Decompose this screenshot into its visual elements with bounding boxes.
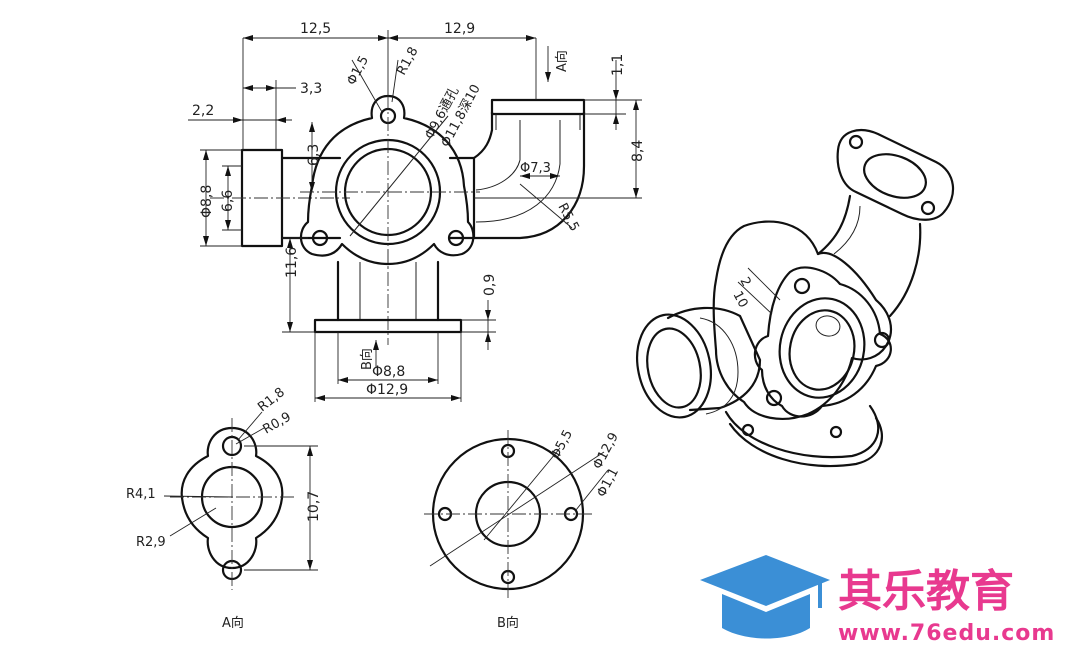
dim-width-right: 12,9 [444, 21, 475, 37]
iso-dim-10: 10 [729, 289, 750, 311]
dim-elbow-height: 8,4 [630, 140, 646, 162]
dim-bottom-inner-dia: Φ8,8 [372, 364, 405, 380]
watermark-url: www.76edu.com [838, 621, 1055, 646]
center-boss [299, 94, 475, 266]
elbow-flange [490, 98, 586, 116]
dim-elbow-bore: Φ7,3 [520, 161, 551, 176]
view-a: R1,8 R0,9 R4,1 R2,9 10,7 A向 [126, 385, 322, 631]
a-dim-r-inner: R2,9 [136, 535, 166, 550]
isometric-view: 2 10 [636, 129, 955, 468]
tower-outline [336, 260, 440, 322]
dim-left-outer-dia: Φ8,8 [199, 185, 215, 218]
elbow-flange-detail [495, 114, 581, 130]
dim-elbow-radius: R5,5 [554, 201, 581, 234]
view-b-label: B向 [497, 615, 519, 631]
watermark: 其乐教育 www.76edu.com [700, 555, 1055, 646]
tower-inner [359, 262, 417, 320]
a-dim-height: 10,7 [306, 491, 322, 522]
watermark-title: 其乐教育 [838, 566, 1014, 617]
b-dim-hole: Φ1,1 [594, 466, 622, 500]
dim-top-flange-height: 1,1 [610, 54, 626, 76]
graduation-cap-icon [700, 555, 830, 639]
dim-width-left: 12,5 [300, 21, 331, 37]
iso-top-flange [836, 129, 955, 221]
dim-base-thickness: 0,9 [482, 274, 498, 296]
iso-left-bore [646, 327, 702, 409]
base-flange [313, 318, 463, 334]
view-b-arrow-label: B向 [359, 348, 375, 370]
view-a-arrow-label: A向 [554, 50, 570, 72]
iso-base [724, 404, 880, 459]
iso-body [712, 220, 893, 420]
dim-flange-thickness: 2,2 [192, 103, 214, 119]
left-bolt-hole [311, 229, 329, 247]
dim-bottom-outer-dia: Φ12,9 [366, 382, 408, 398]
dim-center-height: 6,3 [306, 144, 322, 166]
b-dim-inner: Φ5,5 [548, 428, 576, 462]
iso-top-bore [863, 153, 927, 199]
iso-left-flange [636, 313, 712, 419]
a-dim-r-outer: R4,1 [126, 487, 156, 502]
b-dim-outer: Φ12,9 [590, 430, 622, 472]
dim-overall-height: 11,6 [284, 247, 300, 278]
view-a-label: A向 [222, 615, 244, 631]
main-view: 12,5 12,9 3,3 2,2 Φ8,8 6,6 6,3 [188, 21, 646, 402]
iso-left-pipe [666, 306, 762, 412]
iso-front-bore-inner [788, 309, 856, 391]
iso-front-boss [753, 266, 892, 418]
iso-elbow [816, 194, 922, 318]
view-b: Φ5,5 Φ12,9 Φ1,1 B向 [424, 428, 622, 631]
elbow-inner [475, 120, 561, 223]
elbow-outer [472, 110, 586, 240]
iso-front-bore-outer [778, 297, 866, 399]
bore-leader [349, 115, 449, 237]
dim-left-inner-dia: 6,6 [220, 190, 236, 212]
dim-flange-length: 3,3 [300, 81, 322, 97]
iso-dim-2: 2 [736, 275, 753, 289]
right-bolt-hole [447, 229, 465, 247]
dim-boss-radius: R1,8 [394, 45, 421, 78]
dim-bolt-hole-dia: Φ1,5 [344, 54, 372, 88]
